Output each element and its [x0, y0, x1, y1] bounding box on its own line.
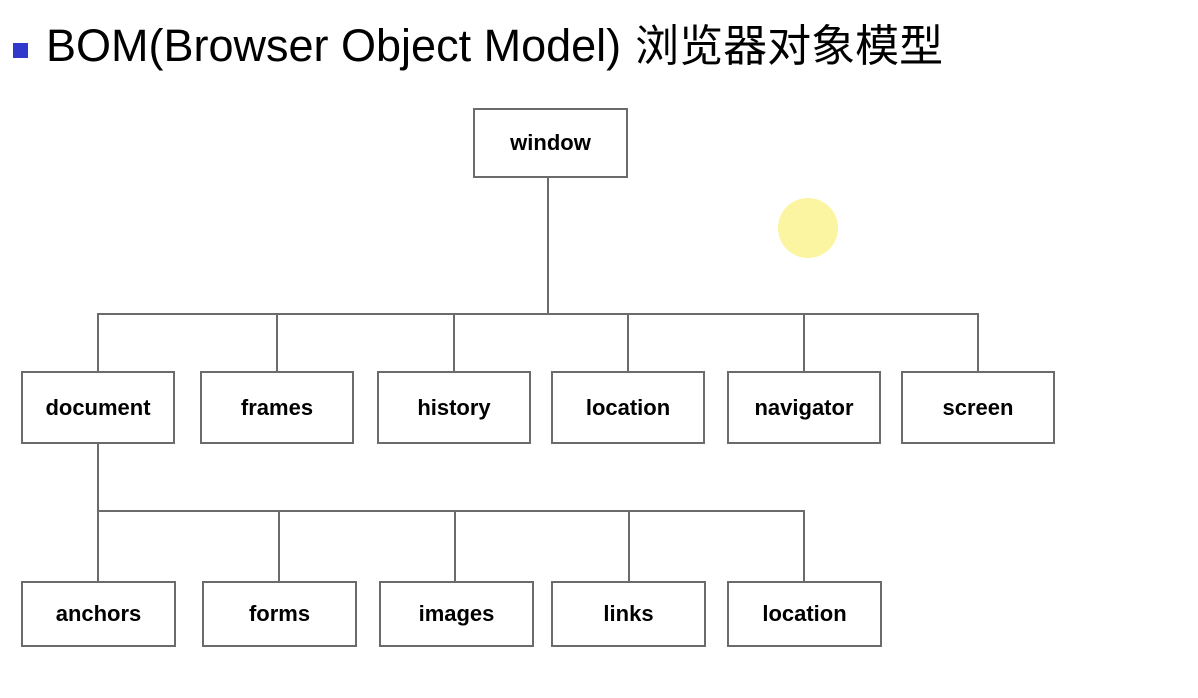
node-screen[interactable]: screen [901, 371, 1055, 444]
title-cjk: 浏览器对象模型 [621, 20, 944, 72]
edge-drop-location-level3 [803, 510, 805, 582]
edge-drop-screen [977, 313, 979, 371]
edge-drop-frames [276, 313, 278, 371]
edge-drop-images [454, 510, 456, 582]
edge-level2-bus [98, 313, 979, 315]
edge-drop-anchors [97, 510, 99, 582]
edge-drop-location [627, 313, 629, 371]
node-location-level2[interactable]: location [551, 371, 705, 444]
node-history[interactable]: history [377, 371, 531, 444]
node-location-level3[interactable]: location [727, 581, 882, 647]
node-anchors[interactable]: anchors [21, 581, 176, 647]
edge-drop-document [97, 313, 99, 371]
bullet-square-icon [13, 42, 28, 58]
highlight-circle-annotation [778, 198, 838, 258]
node-links[interactable]: links [551, 581, 706, 647]
edge-window-stem [547, 178, 549, 315]
title-text: BOM(Browser Object Model) 浏览器对象模型 [46, 18, 943, 75]
edge-drop-navigator [803, 313, 805, 371]
edge-drop-forms [278, 510, 280, 582]
node-images[interactable]: images [379, 581, 534, 647]
node-window[interactable]: window [473, 108, 628, 178]
node-forms[interactable]: forms [202, 581, 357, 647]
node-frames[interactable]: frames [200, 371, 354, 444]
edge-document-stem [97, 444, 99, 512]
node-document[interactable]: document [21, 371, 175, 444]
edge-level3-bus [98, 510, 804, 512]
node-navigator[interactable]: navigator [727, 371, 881, 444]
edge-drop-links [628, 510, 630, 582]
edge-drop-history [453, 313, 455, 371]
title-latin: BOM(Browser Object Model) [46, 19, 622, 71]
page-title: BOM(Browser Object Model) 浏览器对象模型 [0, 0, 1198, 92]
